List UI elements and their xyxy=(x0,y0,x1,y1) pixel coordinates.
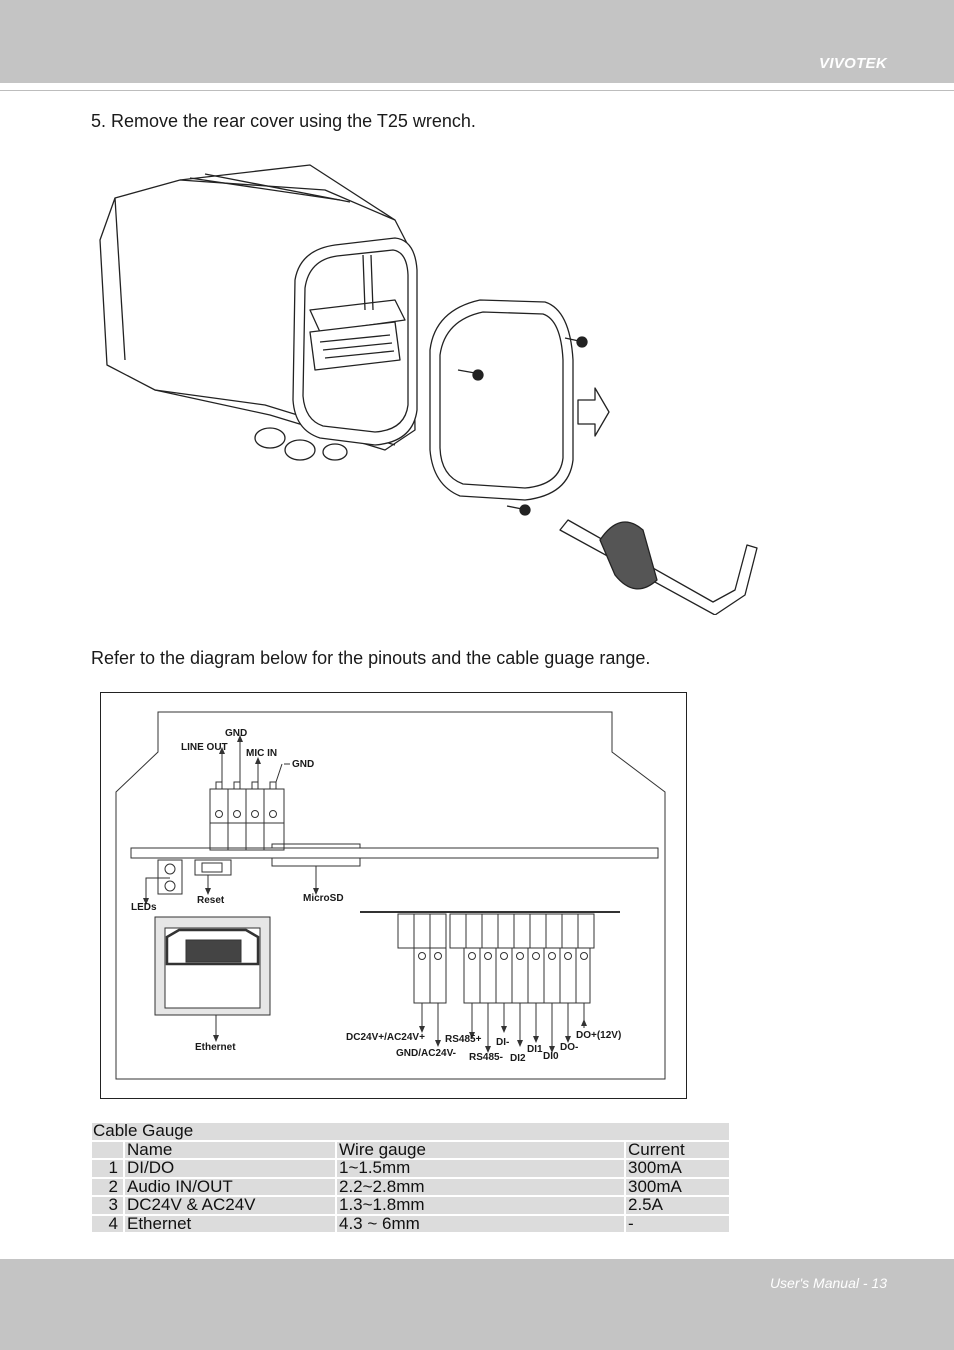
label-ethernet: Ethernet xyxy=(195,1042,236,1053)
label-microsd: MicroSD xyxy=(303,893,344,904)
page-footer xyxy=(0,1259,954,1350)
row-name: Ethernet xyxy=(123,1213,337,1234)
label-gnd-top: GND xyxy=(225,728,247,739)
row-gauge: 4.3 ~ 6mm xyxy=(335,1213,626,1234)
table-row: 2 Audio IN/OUT 2.2~2.8mm 300mA xyxy=(90,1176,731,1197)
table-row: 4 Ethernet 4.3 ~ 6mm - xyxy=(90,1213,731,1234)
header-wire-gauge: Wire gauge xyxy=(335,1139,626,1160)
row-gauge: 2.2~2.8mm xyxy=(335,1176,626,1197)
label-reset: Reset xyxy=(197,895,225,906)
label-leds: LEDs xyxy=(131,902,157,913)
header-divider xyxy=(0,90,954,91)
row-gauge: 1.3~1.8mm xyxy=(335,1195,626,1216)
page-number-label: User's Manual - 13 xyxy=(769,1275,887,1291)
row-num: 4 xyxy=(90,1213,125,1234)
row-num: 2 xyxy=(90,1176,125,1197)
row-current: - xyxy=(624,1213,731,1234)
step-instruction: 5. Remove the rear cover using the T25 w… xyxy=(91,111,476,131)
row-current: 300mA xyxy=(624,1176,731,1197)
label-rs485-plus: RS485+ xyxy=(445,1034,482,1045)
label-gnd-right: GND xyxy=(292,759,314,770)
pinout-diagram: GND LINE OUT MIC IN GND LEDs Reset Micro… xyxy=(115,711,666,1080)
label-line-out: LINE OUT xyxy=(181,742,228,753)
table-row: 1 DI/DO 1~1.5mm 300mA xyxy=(90,1158,731,1179)
row-num: 1 xyxy=(90,1158,125,1179)
row-num: 3 xyxy=(90,1195,125,1216)
rear-cover-removal-illustration xyxy=(99,164,758,615)
table-caption-row: Cable Gauge xyxy=(90,1121,731,1142)
table-caption: Cable Gauge xyxy=(90,1121,731,1142)
header-current: Current xyxy=(624,1139,731,1160)
pinout-diagram-frame xyxy=(100,692,687,1099)
label-dc24v-plus: DC24V+/AC24V+ xyxy=(346,1032,425,1043)
header-num xyxy=(90,1139,125,1160)
table-header-row: Name Wire gauge Current xyxy=(90,1139,731,1160)
row-current: 2.5A xyxy=(624,1195,731,1216)
label-di2: DI2 xyxy=(510,1053,526,1064)
label-di1: DI1 xyxy=(527,1044,543,1055)
cable-gauge-table: Cable Gauge Name Wire gauge Current 1 DI… xyxy=(90,1121,731,1234)
row-name: Audio IN/OUT xyxy=(123,1176,337,1197)
brand-logo: VIVOTEK xyxy=(819,55,887,72)
label-di0: DI0 xyxy=(543,1051,559,1062)
page-header xyxy=(0,0,954,83)
label-do-minus: DO- xyxy=(560,1042,578,1053)
pinout-instruction: Refer to the diagram below for the pinou… xyxy=(91,648,651,668)
label-gnd-ac24v: GND/AC24V- xyxy=(396,1048,456,1059)
row-current: 300mA xyxy=(624,1158,731,1179)
label-rs485-minus: RS485- xyxy=(469,1052,503,1063)
header-name: Name xyxy=(123,1139,337,1160)
row-name: DC24V & AC24V xyxy=(123,1195,337,1216)
label-mic-in: MIC IN xyxy=(246,748,277,759)
table-row: 3 DC24V & AC24V 1.3~1.8mm 2.5A xyxy=(90,1195,731,1216)
housing-outline xyxy=(115,711,666,1080)
label-do-plus: DO+(12V) xyxy=(576,1030,621,1041)
row-gauge: 1~1.5mm xyxy=(335,1158,626,1179)
row-name: DI/DO xyxy=(123,1158,337,1179)
label-di-minus: DI- xyxy=(496,1037,509,1048)
